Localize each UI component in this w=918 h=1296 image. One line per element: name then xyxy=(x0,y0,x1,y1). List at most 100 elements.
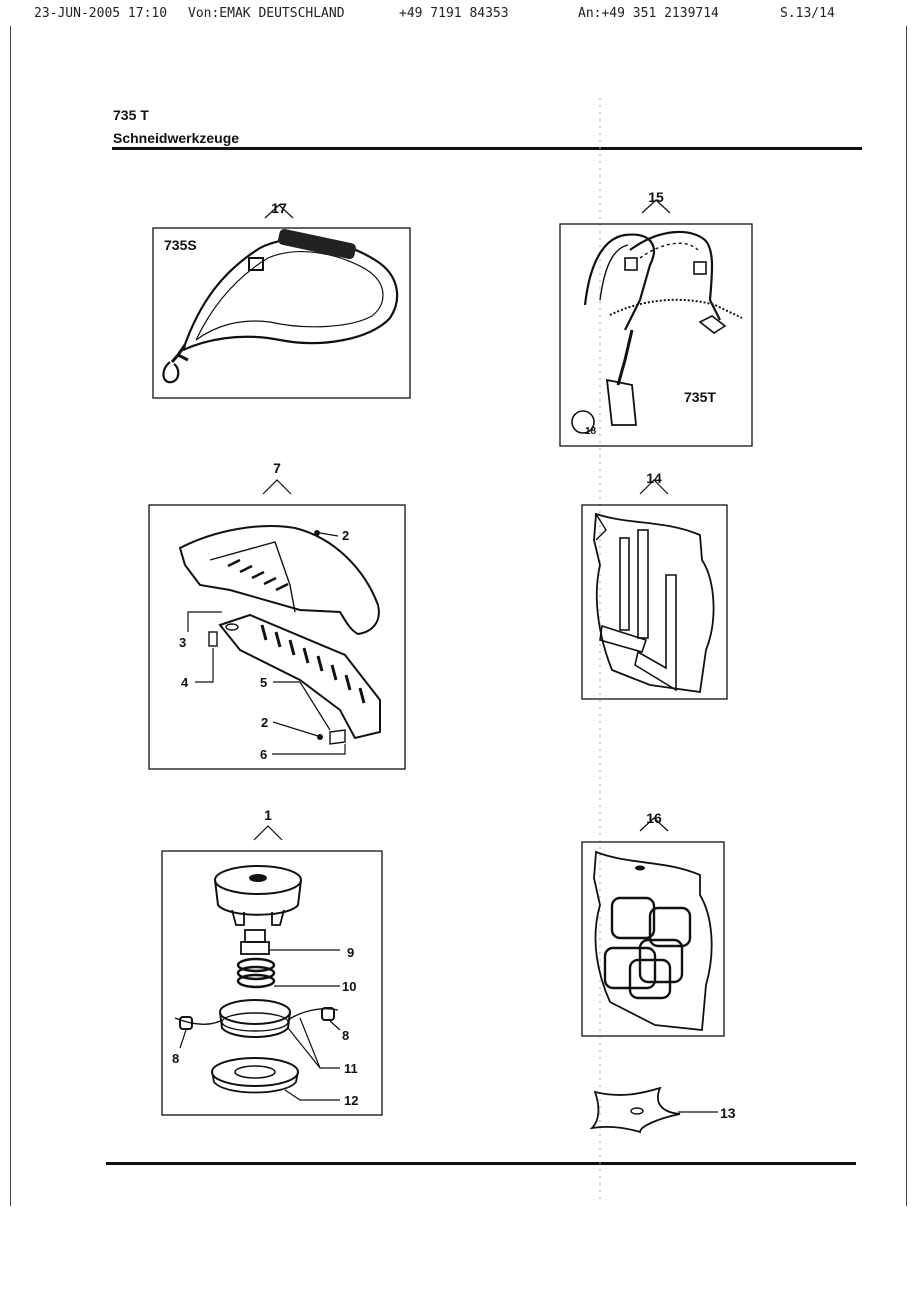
harness-left-buckle xyxy=(624,257,638,271)
blade-shape xyxy=(589,1086,681,1134)
spare-pack-hang-hole xyxy=(635,865,645,871)
spare-pack-frame xyxy=(581,841,725,1037)
fax-header: 23-JUN-2005 17:10 Von:EMAK DEUTSCHLAND +… xyxy=(0,4,918,24)
toolkit-callout: 14 xyxy=(646,470,662,486)
head-eyelet-8-left xyxy=(179,1016,193,1030)
harness-right-strap xyxy=(629,230,721,321)
guard-leader-6 xyxy=(272,744,346,755)
head-leader-11 xyxy=(287,1027,340,1069)
scan-edge-left xyxy=(10,26,11,1206)
head-leader-12 xyxy=(284,1089,340,1101)
head-part-11: 11 xyxy=(344,1061,358,1076)
strap-body xyxy=(181,237,399,353)
guard-screw-2-bottom xyxy=(317,734,323,740)
spare-pack-callout: 16 xyxy=(646,810,662,826)
toolkit-rod-1 xyxy=(619,537,630,631)
guard-frame xyxy=(148,504,406,770)
head-leader-8-left xyxy=(179,1029,187,1049)
strap-model-label: 735S xyxy=(164,237,197,253)
spare-pack-line-coil-2 xyxy=(648,906,692,948)
blade-callout: 13 xyxy=(720,1105,736,1121)
toolkit-frame xyxy=(581,504,728,700)
strap-buckle xyxy=(248,257,264,271)
spare-pack-line-coil-5 xyxy=(628,958,672,1000)
head-cover-center xyxy=(249,874,267,882)
harness-left-strap xyxy=(583,233,655,331)
guard-part-2-top: 2 xyxy=(342,528,349,543)
head-spool-11-top xyxy=(219,999,291,1025)
spare-pack-bag xyxy=(593,850,713,1031)
scan-edge-right xyxy=(906,26,907,1206)
fax-page-number: S.13/14 xyxy=(780,6,835,21)
guard-part-5: 5 xyxy=(260,675,267,690)
head-base-12-rim xyxy=(211,1071,299,1094)
document-model: 735 T xyxy=(113,107,149,123)
head-cover-body xyxy=(214,879,302,916)
toolkit-callout-leader xyxy=(639,479,669,495)
harness-side-clip xyxy=(698,315,727,334)
guard-leader-4 xyxy=(195,648,214,683)
spare-pack-callout-leader xyxy=(639,817,669,832)
harness-hanger-strap xyxy=(616,329,634,386)
head-bolt-9-base xyxy=(240,941,270,955)
header-rule xyxy=(112,147,862,150)
head-part-9: 9 xyxy=(347,945,354,960)
head-part-8-right: 8 xyxy=(342,1028,349,1043)
guard-hood-ridge xyxy=(209,541,296,613)
head-base-12-inner xyxy=(234,1065,276,1079)
trimmer-head-diagram: 1 9 10 8 8 11 12 xyxy=(161,807,383,1116)
guard-part-2-bottom: 2 xyxy=(261,715,268,730)
strap-diagram: 17 735S xyxy=(152,200,411,399)
head-spring-10-mid xyxy=(236,965,276,981)
strap-callout-leader xyxy=(264,204,294,219)
harness-callout-leader xyxy=(641,199,671,214)
guard-blade-6 xyxy=(329,729,346,745)
head-base-12-outer xyxy=(211,1057,299,1087)
head-part-8-left: 8 xyxy=(172,1051,179,1066)
guard-mount-hole xyxy=(225,623,239,631)
strap-hook xyxy=(162,361,180,384)
trimmer-head-frame xyxy=(161,850,383,1116)
spare-pack-diagram: 16 xyxy=(581,810,725,1037)
harness-callout: 15 xyxy=(648,189,664,205)
blade-center-hole xyxy=(630,1107,644,1115)
harness-detail-circle xyxy=(571,410,595,434)
blade-diagram: 13 xyxy=(589,1086,736,1134)
toolkit-spanner xyxy=(599,624,648,653)
harness-hip-pad xyxy=(605,378,637,426)
guard-callout: 7 xyxy=(273,460,281,476)
harness-sub-callout: 18 xyxy=(585,426,597,437)
head-leader-11-b xyxy=(299,1017,321,1069)
head-part-12: 12 xyxy=(344,1093,358,1108)
trimmer-head-callout-leader xyxy=(253,825,283,841)
strap-pad xyxy=(278,228,356,260)
toolkit-rod-2 xyxy=(637,529,649,639)
toolkit-hex-key xyxy=(634,574,677,692)
guard-part-4: 4 xyxy=(181,675,189,690)
head-line-left xyxy=(174,1017,223,1025)
guard-extension-plate xyxy=(218,613,381,740)
strap-frame xyxy=(152,227,411,399)
head-line-right xyxy=(287,1008,339,1021)
harness-right-buckle xyxy=(693,261,707,275)
harness-diagram: 15 735T 18 xyxy=(559,189,753,447)
harness-left-strap-inner xyxy=(599,244,629,301)
head-leader-8-right xyxy=(329,1020,341,1031)
toolkit-bag-seam xyxy=(595,513,607,541)
strap-swivel xyxy=(170,344,189,363)
head-spool-11-body xyxy=(219,1011,291,1038)
harness-chest-belt xyxy=(609,298,743,319)
head-cover-tabs xyxy=(231,909,285,926)
head-spool-11-line xyxy=(221,1012,289,1032)
trimmer-head-callout: 1 xyxy=(264,807,272,823)
guard-leader-5-diag xyxy=(299,681,331,731)
head-eyelet-8-right xyxy=(321,1007,335,1021)
harness-model-label: 735T xyxy=(684,389,716,405)
guard-extension-ribs xyxy=(260,624,366,704)
head-spring-10-top xyxy=(236,957,276,973)
fax-sender: Von:EMAK DEUTSCHLAND xyxy=(188,6,345,21)
guard-hood xyxy=(178,525,380,636)
guard-screw-2-top xyxy=(314,530,320,536)
guard-bolt-4 xyxy=(208,631,218,647)
